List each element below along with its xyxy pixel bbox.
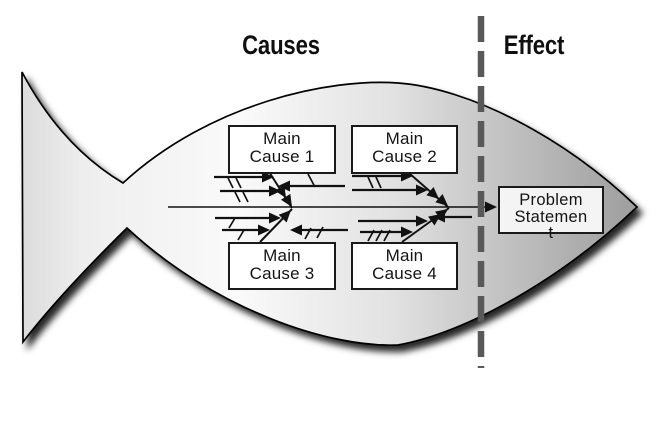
- cause-1-branch: [214, 166, 345, 209]
- problem-statement-line2: Statemen: [514, 207, 588, 226]
- problem-statement-line1: Problem: [519, 191, 583, 209]
- main-cause-4-line1: Main: [385, 246, 424, 265]
- spine-arrow: [168, 201, 497, 213]
- main-cause-1-line1: Main: [263, 129, 301, 148]
- causes-section-label: Causes: [242, 30, 320, 60]
- main-cause-1-box: Main Cause 1: [228, 125, 336, 174]
- main-cause-2-line2: Cause 2: [372, 146, 437, 166]
- main-cause-4-line2: Cause 4: [372, 263, 437, 283]
- main-cause-2-box: Main Cause 2: [351, 125, 458, 174]
- main-cause-4-box: Main Cause 4: [351, 242, 458, 290]
- problem-statement-box: Problem Statemen t: [498, 186, 604, 241]
- main-cause-2-line1: Main: [385, 129, 424, 148]
- main-cause-3-line2: Cause 3: [249, 263, 315, 283]
- problem-statement-line3: t: [548, 224, 554, 242]
- effect-section-label: Effect: [503, 30, 565, 60]
- cause-4-branch: [358, 207, 472, 243]
- main-cause-3-line1: Main: [263, 246, 301, 265]
- cause-3-branch: [215, 208, 348, 243]
- main-cause-3-box: Main Cause 3: [228, 242, 336, 290]
- main-cause-1-line2: Cause 1: [249, 146, 315, 166]
